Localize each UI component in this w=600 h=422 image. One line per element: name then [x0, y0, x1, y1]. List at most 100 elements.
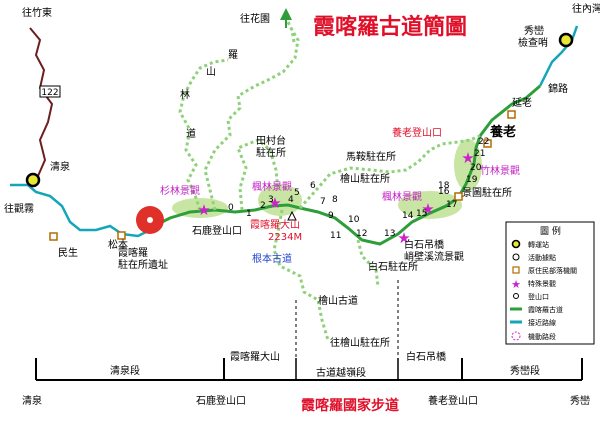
main-trail: [149, 84, 541, 246]
legend-item-7: 機動路段: [528, 332, 556, 341]
road-122-badge: 122: [39, 85, 61, 98]
waypoint-5: 5: [294, 188, 300, 198]
legend: 圖 例 轉運站 活動據點 原住民部落機關 ★ 特殊景觀 登山口 霞喀羅古道 接近…: [505, 221, 595, 345]
activity-point-icon: [49, 110, 516, 241]
waypoint-11: 11: [330, 231, 341, 241]
label-tiancuntai-2: 駐在所: [256, 146, 286, 159]
waypoint-0: 0: [228, 203, 234, 213]
side-trails: [178, 17, 481, 341]
river-neiwan: [538, 25, 579, 87]
waypoint-1: 1: [246, 209, 252, 219]
label-yanglao: 養老: [489, 124, 516, 140]
trailhead-icon: [287, 210, 297, 221]
waypoint-22: 22: [478, 137, 489, 147]
waypoint-14: 14: [402, 211, 414, 221]
legend-activity-icon: [512, 253, 520, 261]
label-to-kuishan-station: 往檜山駐在所: [330, 336, 390, 349]
place-labels: 往竹東 往觀霧 清泉 民生 松本 霞喀羅 駐在所遺址 山 羅 林 道 往花園 石…: [4, 2, 600, 349]
label-xiakaluo-peak-2: 2234M: [268, 232, 302, 243]
label-xiuluan-1: 秀巒: [524, 24, 544, 37]
waypoint-18: 18: [438, 181, 450, 191]
label-xiuluan-2: 檢查哨: [518, 36, 548, 49]
waypoint-13: 13: [384, 229, 395, 239]
label-xiakaluo-peak-1: 霞喀羅大山: [250, 218, 300, 231]
svg-text:122: 122: [41, 88, 58, 98]
legend-item-5: 霞喀羅古道: [528, 305, 563, 314]
legend-tribe-icon: [512, 266, 520, 274]
label-tiancuntai-1: 田村台: [256, 134, 286, 147]
waypoint-16: 16: [438, 187, 450, 197]
label-qingquan: 清泉: [50, 160, 70, 173]
section-ancient-pass: 古道越嶺段: [316, 366, 366, 379]
section-qingquan: 清泉段: [110, 364, 140, 377]
waypoint-15: 15: [416, 209, 427, 219]
label-baishi-bridge-2: 峭壁溪流景觀: [404, 250, 464, 263]
waypoint-4: 4: [288, 195, 294, 205]
label-jin-road: 錦路: [548, 82, 568, 95]
section-baishi-bridge: 白石吊橋: [406, 350, 446, 363]
legend-item-0: 轉運站: [528, 240, 549, 249]
waypoint-21: 21: [474, 149, 485, 159]
legend-star-icon: ★: [511, 278, 521, 291]
waypoint-labels: 0 1 2 3 4 5 6 7 8 9 10 11 12 13 14 15 16…: [228, 137, 489, 241]
waypoint-12: 12: [356, 229, 367, 239]
label-yanglao-trailhead: 養老登山口: [392, 126, 442, 139]
waypoint-7: 7: [320, 197, 326, 207]
bottom-xiuluan: 秀巒: [570, 394, 590, 407]
bottom-yanglao: 養老登山口: [428, 394, 478, 407]
svg-text:★: ★: [421, 200, 434, 218]
legend-trailhead-icon: [513, 293, 519, 299]
label-xiakaluo-site-2: 駐在所遺址: [118, 258, 168, 271]
svg-text:★: ★: [268, 194, 281, 212]
label-baishi-bridge-1: 白石吊橋: [404, 238, 444, 251]
label-to-guanwu: 往觀霧: [4, 202, 34, 215]
label-xiakaluo-site-1: 霞喀羅: [118, 246, 148, 259]
waypoint-8: 8: [332, 195, 338, 205]
legend-item-6: 接近路線: [528, 318, 556, 327]
label-genben-road: 根本古道: [252, 252, 292, 265]
label-fenglin-view1: 楓林景觀: [252, 180, 292, 193]
waypoint-3: 3: [268, 195, 274, 205]
legend-title: 圖 例: [540, 225, 561, 237]
label-dao: 道: [186, 127, 196, 140]
label-to-neiwan: 往內灣: [572, 2, 600, 15]
footer-title: 霞喀羅國家步道: [301, 397, 399, 414]
special-view-icon: ★ ★ ★ ★ ★: [197, 149, 474, 247]
legend-transfer-icon: [511, 239, 521, 249]
transfer-station-icon: [25, 32, 574, 188]
label-shanmao-view: 杉林景觀: [160, 184, 200, 197]
bottom-shibai: 石鹿登山口: [196, 394, 246, 407]
label-luo: 羅: [228, 49, 238, 61]
label-bamboo-view: 竹林景觀: [480, 164, 520, 177]
label-maan-station: 馬鞍駐在所: [346, 150, 396, 163]
label-to-zhudong: 往竹東: [22, 6, 52, 19]
waypoint-9: 9: [328, 211, 334, 221]
section-xiuluan: 秀巒段: [510, 364, 540, 377]
svg-text:★: ★: [197, 201, 210, 219]
label-lin: 林: [180, 88, 190, 101]
waypoint-19: 19: [466, 175, 478, 185]
svg-text:★: ★: [461, 149, 474, 167]
label-baishi-station: 白石駐在所: [368, 260, 418, 273]
label-yanlao-small: 延老: [512, 96, 532, 109]
svg-text:★: ★: [397, 229, 410, 247]
waypoint-20: 20: [470, 163, 482, 173]
label-kuishan-station: 檜山駐在所: [340, 172, 390, 185]
label-fenglin-view2: 楓林景觀: [382, 190, 422, 203]
waypoint-2: 2: [260, 201, 266, 211]
legend-mobile-icon: [511, 331, 521, 341]
label-minsheng: 民生: [58, 246, 78, 259]
waypoint-17: 17: [446, 200, 457, 210]
legend-item-1: 活動據點: [528, 253, 556, 262]
waypoint-6: 6: [310, 181, 316, 191]
fenglin-view2-area: [398, 191, 462, 219]
legend-item-3: 特殊景觀: [528, 279, 556, 288]
legend-item-2: 原住民部落機關: [528, 266, 577, 275]
section-bar: 清泉段 霞喀羅大山 古道越嶺段 白石吊橋 秀巒段 清泉 石鹿登山口 養老登山口 …: [22, 280, 590, 414]
label-kuishan-road: 檜山古道: [318, 294, 358, 307]
waypoint-10: 10: [348, 215, 360, 225]
label-shan: 山: [206, 66, 216, 78]
bottom-qingquan: 清泉: [22, 394, 42, 407]
